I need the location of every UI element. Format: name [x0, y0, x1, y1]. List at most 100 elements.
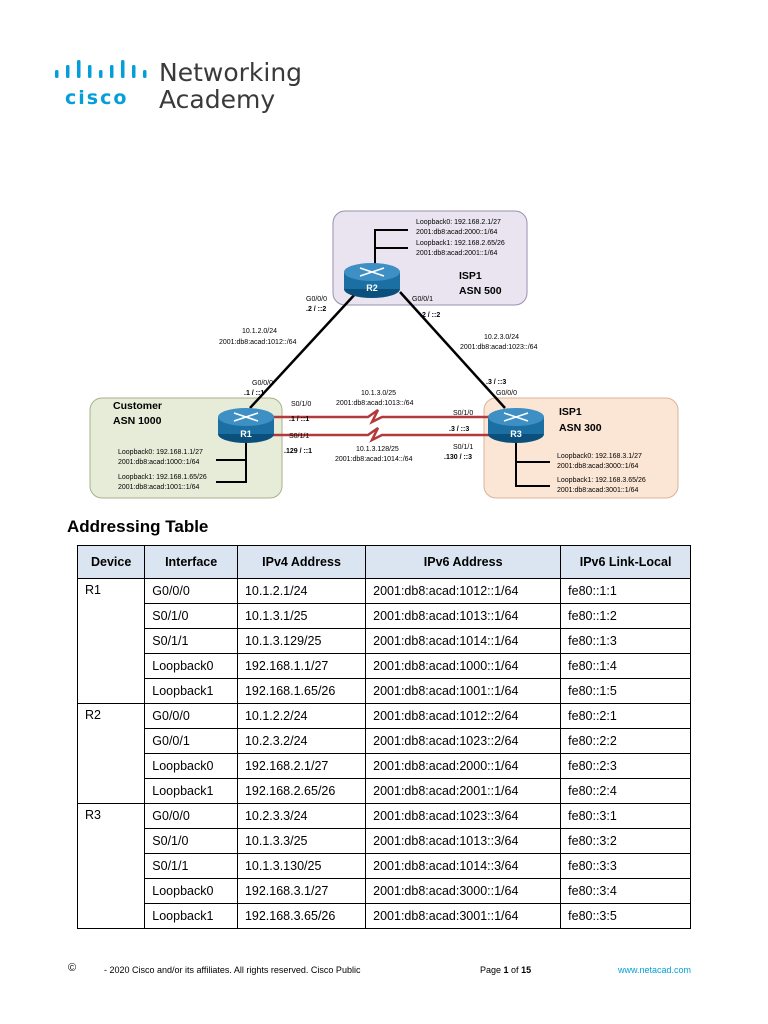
table-cell: S0/1/0 [144, 828, 238, 854]
device-cell: R1 [76, 578, 146, 704]
router-r2-label: R2 [366, 283, 378, 293]
router-r2-icon: R2 [344, 263, 400, 298]
netacad-link[interactable]: www.netacad.com [618, 965, 692, 975]
link-r1-r2-v6: 2001:db8:acad:1012::/64 [219, 339, 297, 346]
column-header: IPv4 Address [236, 545, 367, 579]
router-r3-label: R3 [510, 429, 522, 439]
device-cell: R3 [76, 803, 146, 929]
link-r1-r2 [249, 291, 358, 409]
table-cell: G0/0/0 [144, 803, 238, 829]
column-header: Interface [144, 545, 238, 579]
device-cell: R2 [76, 703, 146, 804]
table-cell: fe80::1:2 [560, 603, 691, 629]
column-header: IPv6 Link-Local [560, 545, 691, 579]
table-cell: 192.168.2.1/27 [236, 753, 367, 779]
r3-lo1-v4: Loopback1: 192.168.3.65/26 [557, 477, 646, 484]
link-s0-v4: 10.1.3.0/25 [361, 390, 396, 397]
r1-s010-label: S0/1/0 [291, 401, 311, 408]
table-cell: 10.1.3.129/25 [236, 628, 367, 654]
table-cell: 2001:db8:acad:1013::3/64 [365, 828, 562, 854]
logo-networking: Networking [159, 58, 303, 87]
table-cell: 2001:db8:acad:1000::1/64 [365, 653, 562, 679]
page-number: Page 1 of 15 [480, 965, 532, 975]
link-r2-r3-v6: 2001:db8:acad:1023::/64 [460, 344, 538, 351]
serial-link-s011 [265, 426, 492, 443]
table-cell: fe80::1:5 [560, 678, 691, 704]
cisco-wordmark: cisco [65, 87, 129, 109]
table-cell: fe80::2:4 [560, 778, 691, 804]
table-cell: S0/1/1 [144, 853, 238, 879]
r2-g001-addr: .2 / ::2 [420, 312, 440, 319]
table-cell: 2001:db8:acad:1014::3/64 [365, 853, 562, 879]
table-cell: fe80::3:3 [560, 853, 691, 879]
r1-lo0-v6: 2001:db8:acad:1000::1/64 [118, 459, 199, 466]
router-r1-icon: R1 [218, 408, 274, 443]
serial-link-s010 [265, 408, 492, 425]
router-r3-icon: R3 [488, 408, 544, 443]
table-cell: 2001:db8:acad:3001::1/64 [365, 903, 562, 929]
r1-g000-label: G0/0/0 [252, 380, 273, 387]
copyright-symbol: © [68, 962, 77, 974]
r1-s011-addr: .129 / ::1 [284, 448, 312, 455]
table-cell: 192.168.3.1/27 [236, 878, 367, 904]
r1-s011-label: S0/1/1 [289, 433, 309, 440]
r1-lo0-v4: Loopback0: 192.168.1.1/27 [118, 449, 203, 456]
r1-g000-addr: .1 / ::1 [244, 390, 264, 397]
r1-lo1-v4: Loopback1: 192.168.1.65/26 [118, 474, 207, 481]
table-cell: Loopback0 [144, 753, 238, 779]
r3-s010-addr: .3 / ::3 [449, 426, 469, 433]
table-cell: fe80::3:1 [560, 803, 691, 829]
r3-lo0-v6: 2001:db8:acad:3000::1/64 [557, 463, 638, 470]
r1-s010-addr: .1 / ::1 [289, 416, 309, 423]
table-cell: fe80::2:3 [560, 753, 691, 779]
r2-g001-label: G0/0/1 [412, 296, 433, 303]
table-cell: Loopback1 [144, 678, 238, 704]
r1-zone-label: Customer [113, 400, 162, 412]
table-cell: fe80::1:4 [560, 653, 691, 679]
topology-diagram: R2 R1 R3 Loopback0: 192.168.2.1/27 2001:… [89, 210, 679, 499]
table-cell: 2001:db8:acad:2000::1/64 [365, 753, 562, 779]
r3-g000-addr: .3 / ::3 [486, 379, 506, 386]
r1-asn-label: ASN 1000 [113, 415, 162, 427]
r3-s010-label: S0/1/0 [453, 410, 473, 417]
link-r2-r3-v4: 10.2.3.0/24 [484, 334, 519, 341]
r3-asn-label: ASN 300 [559, 422, 602, 434]
table-cell: fe80::2:2 [560, 728, 691, 754]
table-cell: S0/1/1 [144, 628, 238, 654]
r2-zone-label: ISP1 [459, 270, 482, 282]
cisco-networking-academy-logo: cisco Networking Academy [55, 58, 315, 118]
r2-g000-label: G0/0/0 [306, 296, 327, 303]
table-cell: 10.1.2.1/24 [236, 578, 367, 604]
link-s0-v6: 2001:db8:acad:1013::/64 [336, 400, 414, 407]
table-cell: fe80::1:1 [560, 578, 691, 604]
table-cell: fe80::3:2 [560, 828, 691, 854]
link-s1-v6: 2001:db8:acad:1014::/64 [335, 456, 413, 463]
table-cell: 10.1.2.2/24 [236, 703, 367, 729]
table-cell: G0/0/1 [144, 728, 238, 754]
column-header: IPv6 Address [365, 545, 562, 579]
table-cell: fe80::1:3 [560, 628, 691, 654]
table-cell: 10.1.3.130/25 [236, 853, 367, 879]
table-cell: 10.2.3.2/24 [236, 728, 367, 754]
table-cell: G0/0/0 [144, 578, 238, 604]
table-cell: fe80::3:5 [560, 903, 691, 929]
table-cell: 2001:db8:acad:1012::2/64 [365, 703, 562, 729]
r3-lo1-v6: 2001:db8:acad:3001::1/64 [557, 487, 638, 494]
link-r1-r2-v4: 10.1.2.0/24 [242, 328, 277, 335]
table-cell: 10.2.3.3/24 [236, 803, 367, 829]
link-s1-v4: 10.1.3.128/25 [356, 446, 399, 453]
table-cell: 10.1.3.1/25 [236, 603, 367, 629]
table-cell: G0/0/0 [144, 703, 238, 729]
logo-academy: Academy [159, 85, 276, 114]
table-cell: 2001:db8:acad:1014::1/64 [365, 628, 562, 654]
